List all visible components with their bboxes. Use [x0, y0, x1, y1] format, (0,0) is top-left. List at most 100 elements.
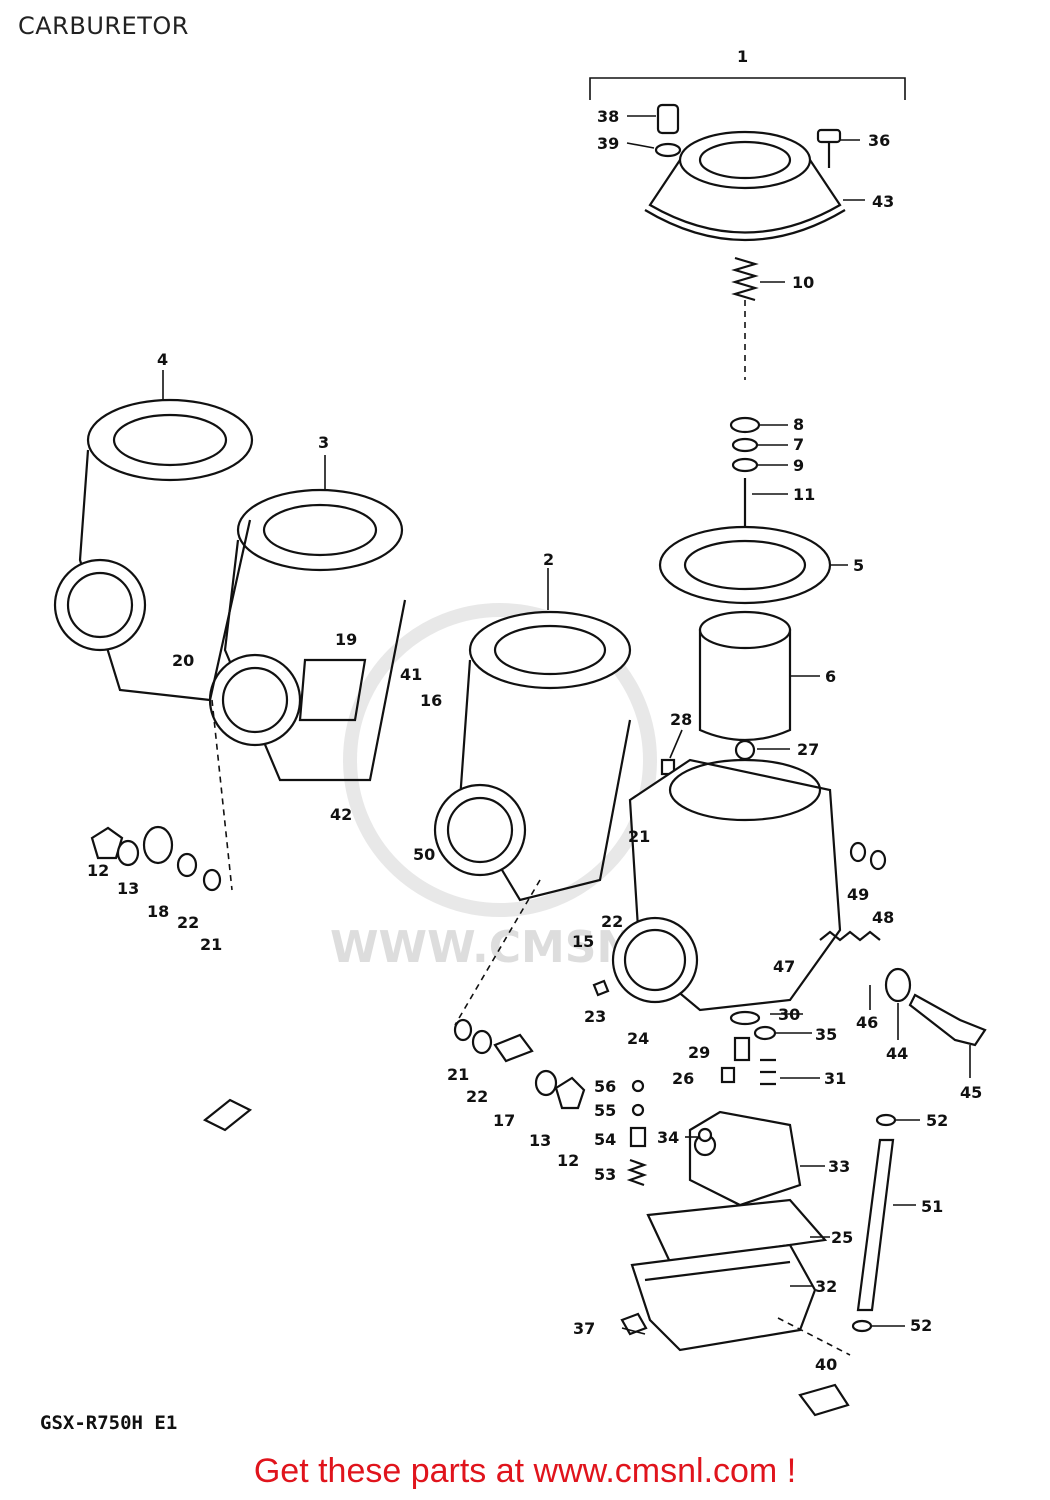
main-jet-29[interactable]	[733, 1036, 751, 1062]
label-part-8[interactable]: 8	[793, 415, 804, 434]
label-part-42[interactable]: 42	[330, 805, 352, 824]
label-part-2[interactable]: 2	[543, 550, 554, 569]
label-part-19[interactable]: 19	[335, 630, 357, 649]
fitting-12-mid[interactable]	[554, 1076, 586, 1110]
label-part-33[interactable]: 33	[828, 1157, 850, 1176]
label-part-53[interactable]: 53	[594, 1165, 616, 1184]
clip-21-left[interactable]	[202, 868, 222, 892]
part-54[interactable]	[629, 1126, 647, 1148]
washer-22-left[interactable]	[176, 852, 198, 878]
carburetor-body-2[interactable]	[433, 610, 632, 902]
label-part-20[interactable]: 20	[172, 651, 194, 670]
label-part-51[interactable]: 51	[921, 1197, 943, 1216]
label-part-13a[interactable]: 13	[117, 879, 139, 898]
label-part-41[interactable]: 41	[400, 665, 422, 684]
label-part-16[interactable]: 16	[420, 691, 442, 710]
part-30[interactable]	[729, 1010, 761, 1026]
label-part-52b[interactable]: 52	[910, 1316, 932, 1335]
spring-46[interactable]	[819, 930, 881, 942]
label-part-13b[interactable]: 13	[529, 1131, 551, 1150]
washer-7[interactable]	[731, 437, 759, 453]
clip-9[interactable]	[731, 457, 759, 473]
label-part-1[interactable]: 1	[737, 47, 748, 66]
label-part-38[interactable]: 38	[597, 107, 619, 126]
part-34[interactable]	[697, 1127, 713, 1143]
o-ring-13-left[interactable]	[116, 839, 140, 867]
label-part-12a[interactable]: 12	[87, 861, 109, 880]
label-part-23[interactable]: 23	[584, 1007, 606, 1026]
cap-plug-38[interactable]	[656, 103, 680, 135]
fitting-17[interactable]	[493, 1033, 534, 1063]
label-part-30[interactable]: 30	[778, 1005, 800, 1024]
label-part-22a[interactable]: 22	[177, 913, 199, 932]
label-part-7[interactable]: 7	[793, 435, 804, 454]
label-part-3[interactable]: 3	[318, 433, 329, 452]
label-part-49[interactable]: 49	[847, 885, 869, 904]
label-part-45[interactable]: 45	[960, 1083, 982, 1102]
label-part-40[interactable]: 40	[815, 1355, 837, 1374]
label-part-32[interactable]: 32	[815, 1277, 837, 1296]
part-35[interactable]	[753, 1025, 777, 1041]
diaphragm-5[interactable]	[658, 525, 832, 605]
spring-53[interactable]	[626, 1158, 648, 1187]
label-part-27[interactable]: 27	[797, 740, 819, 759]
label-part-44[interactable]: 44	[886, 1044, 908, 1063]
float-bowl-32[interactable]	[630, 1243, 817, 1352]
label-part-31[interactable]: 31	[824, 1069, 846, 1088]
part-26[interactable]	[720, 1066, 736, 1084]
label-part-35[interactable]: 35	[815, 1025, 837, 1044]
washer-44[interactable]	[884, 967, 912, 1003]
hose-51[interactable]	[856, 1138, 895, 1312]
label-part-18[interactable]: 18	[147, 902, 169, 921]
label-part-22b[interactable]: 22	[466, 1087, 488, 1106]
label-part-22c[interactable]: 22	[601, 912, 623, 931]
label-part-9[interactable]: 9	[793, 456, 804, 475]
label-part-55[interactable]: 55	[594, 1101, 616, 1120]
part-49[interactable]	[849, 841, 867, 863]
label-part-46[interactable]: 46	[856, 1013, 878, 1032]
label-part-21b[interactable]: 21	[447, 1065, 469, 1084]
label-part-54[interactable]: 54	[594, 1130, 616, 1149]
clip-21-mid[interactable]	[453, 1018, 473, 1042]
carburetor-body-3[interactable]	[208, 488, 407, 782]
fitting-18[interactable]	[142, 825, 174, 865]
label-part-21c[interactable]: 21	[628, 827, 650, 846]
label-part-21a[interactable]: 21	[200, 935, 222, 954]
piston-6[interactable]	[698, 610, 792, 742]
label-part-24[interactable]: 24	[627, 1029, 649, 1048]
label-part-37[interactable]: 37	[573, 1319, 595, 1338]
spring-10[interactable]	[731, 256, 759, 302]
label-part-10[interactable]: 10	[792, 273, 814, 292]
label-part-26[interactable]: 26	[672, 1069, 694, 1088]
cta-link[interactable]: Get these parts at www.cmsnl.com !	[253, 1452, 797, 1490]
label-part-29[interactable]: 29	[688, 1043, 710, 1062]
washer-22-mid[interactable]	[471, 1029, 493, 1055]
label-part-52a[interactable]: 52	[926, 1111, 948, 1130]
label-part-11[interactable]: 11	[793, 485, 815, 504]
label-part-4[interactable]: 4	[157, 350, 168, 369]
label-part-17[interactable]: 17	[493, 1111, 515, 1130]
label-part-28[interactable]: 28	[670, 710, 692, 729]
label-part-36[interactable]: 36	[868, 131, 890, 150]
label-part-5[interactable]: 5	[853, 556, 864, 575]
label-part-47[interactable]: 47	[773, 957, 795, 976]
part-56[interactable]	[631, 1079, 645, 1093]
label-part-43[interactable]: 43	[872, 192, 894, 211]
label-part-25[interactable]: 25	[831, 1228, 853, 1247]
label-part-15[interactable]: 15	[572, 932, 594, 951]
label-part-34[interactable]: 34	[657, 1128, 679, 1147]
label-part-39[interactable]: 39	[597, 134, 619, 153]
part-55[interactable]	[631, 1103, 645, 1117]
gasket-25[interactable]	[646, 1198, 828, 1264]
needle-retainer-8[interactable]	[729, 416, 761, 434]
carburetor-body-main[interactable]	[611, 758, 842, 1012]
part-31[interactable]	[760, 1058, 776, 1086]
label-part-48[interactable]: 48	[872, 908, 894, 927]
screw-36[interactable]	[816, 128, 842, 168]
o-ring-39[interactable]	[654, 142, 682, 158]
carburetor-body-4[interactable]	[53, 398, 254, 702]
label-part-12b[interactable]: 12	[557, 1151, 579, 1170]
drain-screw-40[interactable]	[798, 1383, 850, 1417]
carb-top-cap[interactable]	[644, 130, 846, 241]
label-part-6[interactable]: 6	[825, 667, 836, 686]
